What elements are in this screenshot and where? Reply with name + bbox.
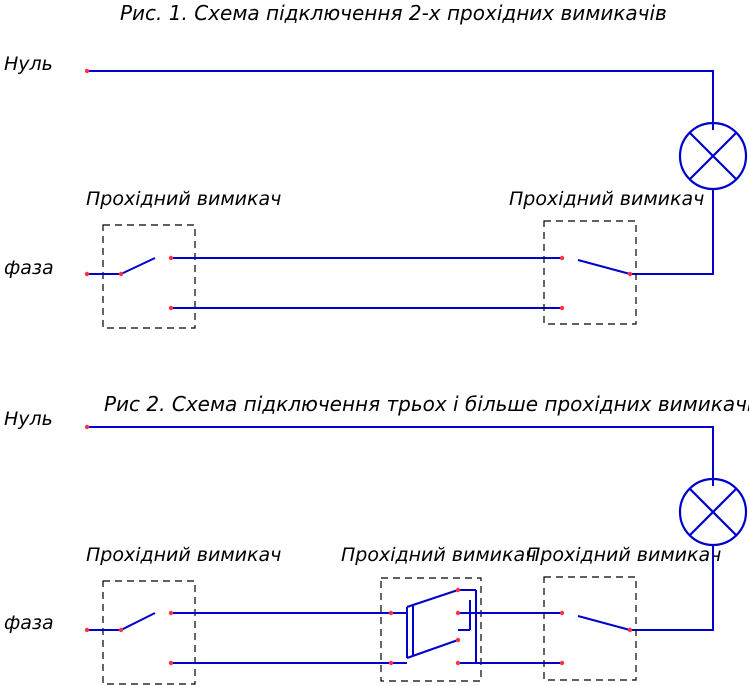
fig2-switch-left-box bbox=[102, 580, 196, 685]
fig1-lamp-icon bbox=[678, 121, 748, 191]
figure-1: Рис. 1. Схема підключення 2-х прохідних … bbox=[4, 1, 748, 329]
fig1-lamp-return-wire bbox=[630, 189, 714, 275]
fig2-neutral-wire bbox=[87, 426, 714, 486]
fig2-phase-label: фаза bbox=[4, 612, 54, 634]
fig2-title: Рис 2. Схема підключення трьох і більше … bbox=[104, 392, 749, 416]
fig2-switch-right-box bbox=[543, 576, 637, 681]
fig2-lamp-return-wire bbox=[630, 545, 714, 631]
fig2-switch-right-label: Прохідний вимикач bbox=[526, 544, 721, 566]
fig2-terminals bbox=[84, 424, 633, 666]
fig2-switch-middle-label: Прохідний вимикач bbox=[341, 544, 536, 566]
fig1-switch-right-blade bbox=[577, 259, 631, 275]
fig1-title: Рис. 1. Схема підключення 2-х прохідних … bbox=[120, 1, 667, 25]
fig1-switch-left-box bbox=[102, 224, 196, 329]
fig1-switch-left-label: Прохідний вимикач bbox=[86, 188, 281, 210]
fig2-switch-left-blade bbox=[120, 612, 156, 631]
fig1-switch-right-label: Прохідний вимикач bbox=[509, 188, 704, 210]
fig1-terminals bbox=[84, 68, 633, 311]
fig1-switch-right-box bbox=[543, 220, 637, 325]
fig2-switch-middle-box bbox=[380, 577, 482, 682]
figure-2: Рис 2. Схема підключення трьох і більше … bbox=[4, 392, 749, 685]
fig1-neutral-label: Нуль bbox=[4, 53, 53, 75]
fig1-neutral-wire bbox=[87, 70, 714, 130]
fig2-lamp-icon bbox=[678, 477, 748, 547]
fig2-neutral-label: Нуль bbox=[4, 408, 53, 430]
fig1-switch-left-blade bbox=[120, 257, 156, 275]
fig2-switch-middle-contacts bbox=[391, 589, 477, 664]
fig1-phase-label: фаза bbox=[4, 257, 54, 279]
fig2-switch-left-label: Прохідний вимикач bbox=[86, 544, 281, 566]
fig2-switch-right-blade bbox=[577, 615, 631, 631]
